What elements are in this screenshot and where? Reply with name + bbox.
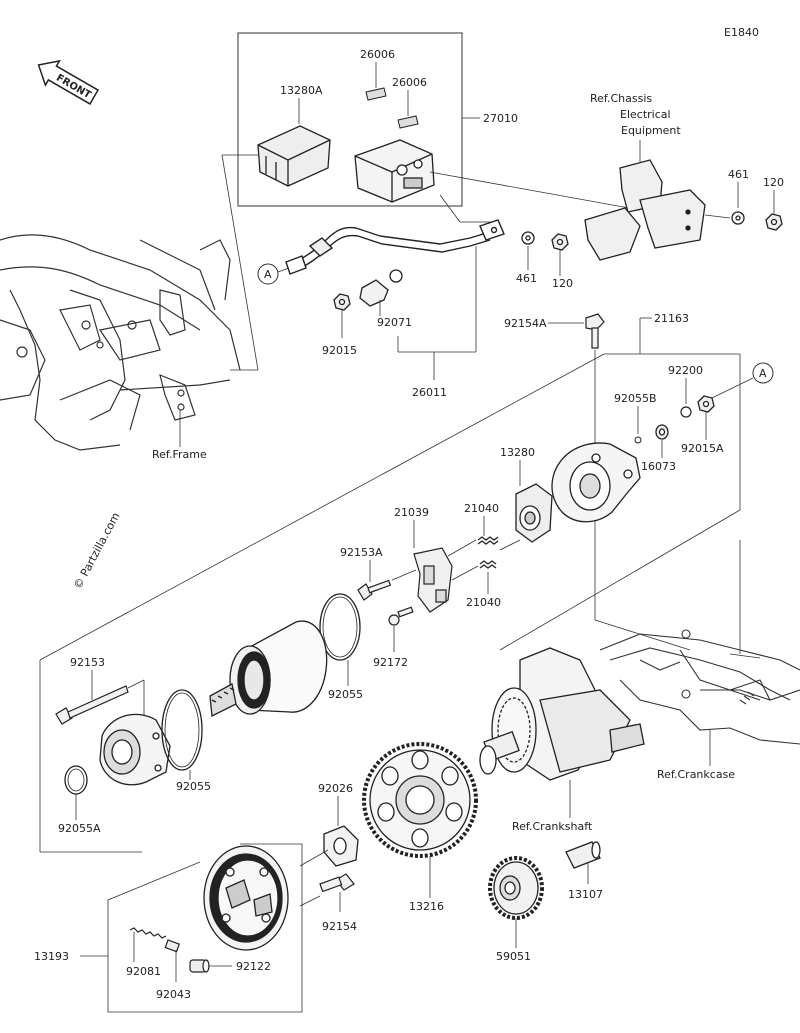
label-92172: 92172 [373,656,408,669]
label-21040-a: 21040 [464,502,499,515]
label-26011: 26011 [412,386,447,399]
label-120-b: 120 [552,277,573,290]
diagram-code: E1840 [724,26,759,39]
ref-chassis-3: Equipment [621,124,681,137]
label-21040-b: 21040 [466,596,501,609]
label-92154A: 92154A [504,317,547,330]
fuse-icon [365,87,419,129]
washer-icon [521,231,535,245]
label-92015: 92015 [322,344,357,357]
label-92055-a: 92055 [328,688,363,701]
label-92154: 92154 [322,920,357,933]
callout-a-left-label: A [264,268,272,281]
label-92026: 92026 [318,782,353,795]
washer-icon [731,211,745,225]
washer-icon [680,406,692,418]
nut-icon [765,213,783,231]
one-way-clutch-icon [203,845,289,951]
callout-a-right-label: A [759,367,767,380]
roller-icon [189,959,210,973]
idle-gear-icon [488,856,544,920]
screw-icon [357,579,392,601]
bolt-icon [319,873,355,893]
label-92015A: 92015A [681,442,724,455]
chassis-connector-icon [584,159,706,261]
label-21039: 21039 [394,506,429,519]
label-461-a: 461 [728,168,749,181]
label-92043: 92043 [156,988,191,1001]
label-92055-b: 92055 [176,780,211,793]
label-92081: 92081 [126,965,161,978]
relay-kit-box [237,32,463,207]
starter-clutch-gear-icon [362,742,478,858]
watermark: © Partzilla.com [71,510,122,591]
idle-shaft-icon [565,841,601,869]
label-59051: 59051 [496,950,531,963]
terminal-cap-icon [359,269,403,307]
washer-icon [323,825,359,867]
callout-a-left [257,263,279,285]
insulator-icon [655,424,669,440]
label-13280: 13280 [500,446,535,459]
starter-front-cover-icon [99,713,171,786]
screw-icon [388,606,414,626]
spring-icon [477,536,499,569]
callout-a-right [752,362,774,384]
battery-cable-icon [285,219,505,275]
pin-icon [164,939,181,953]
frame-illustration [0,234,241,451]
label-13280A: 13280A [280,84,323,97]
label-461-b: 461 [516,272,537,285]
brush-plate-icon [413,547,453,613]
starter-motor-yoke-icon [209,620,328,718]
label-21163: 21163 [654,312,689,325]
label-13107: 13107 [568,888,603,901]
label-92153A: 92153A [340,546,383,559]
nut-icon [551,233,569,251]
label-92200: 92200 [668,364,703,377]
brush-holder-icon [515,483,553,543]
starter-relay-icon [354,139,435,203]
o-ring-icon [161,689,203,771]
label-26006-b: 26006 [392,76,427,89]
starter-assembly-outline [39,353,741,853]
label-92055B: 92055B [614,392,657,405]
bolt-icon [585,313,605,349]
starter-end-cover-icon [551,442,641,523]
ref-crankcase: Ref.Crankcase [657,768,735,781]
crankcase-illustration [599,629,800,745]
label-26006-a: 26006 [360,48,395,61]
label-13193: 13193 [34,950,69,963]
label-92071: 92071 [377,316,412,329]
label-92055A: 92055A [58,822,101,835]
label-120-a: 120 [763,176,784,189]
nut-icon [333,293,351,311]
crankshaft-icon [479,647,645,781]
long-bolt-icon [55,685,129,725]
label-13216: 13216 [409,900,444,913]
starter-clutch-box [107,843,303,1013]
spring-icon [129,927,167,939]
ref-frame: Ref.Frame [152,448,207,461]
label-16073: 16073 [641,460,676,473]
front-arrow-icon: FRONT [37,59,100,105]
ref-crankshaft: Ref.Crankshaft [512,820,593,833]
label-27010: 27010 [483,112,518,125]
nut-icon [697,395,715,413]
ref-chassis-2: Electrical [620,108,671,121]
o-ring-icon [319,593,361,661]
label-92153: 92153 [70,656,105,669]
ref-chassis-1: Ref.Chassis [590,92,652,105]
relay-cover-icon [257,125,331,187]
label-92122: 92122 [236,960,271,973]
